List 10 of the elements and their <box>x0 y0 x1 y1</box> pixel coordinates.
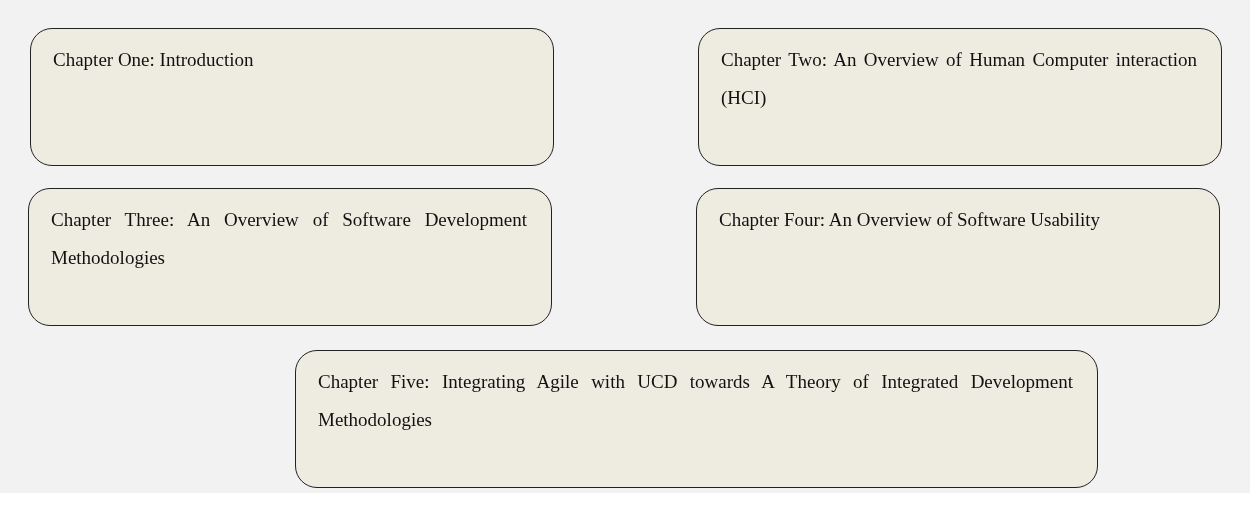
chapter-title: Chapter One: Introduction <box>53 48 255 72</box>
chapter-box <box>30 28 554 166</box>
chapter-title: Chapter Four: An Overview of Software Usability <box>719 208 1101 232</box>
chapter-title: Chapter Three: An Overview of Software Development Methodologies <box>51 208 527 270</box>
chapter-box <box>698 28 1222 166</box>
chapter-box <box>696 188 1220 326</box>
chapter-title: Chapter Five: Integrating Agile with UCD towards A Theory of Integrated Development Methodologies <box>318 370 1073 432</box>
chapter-box <box>295 350 1098 488</box>
chapter-box <box>28 188 552 326</box>
chapter-title: Chapter Two: An Overview of Human Computer interaction (HCI) <box>721 48 1197 110</box>
